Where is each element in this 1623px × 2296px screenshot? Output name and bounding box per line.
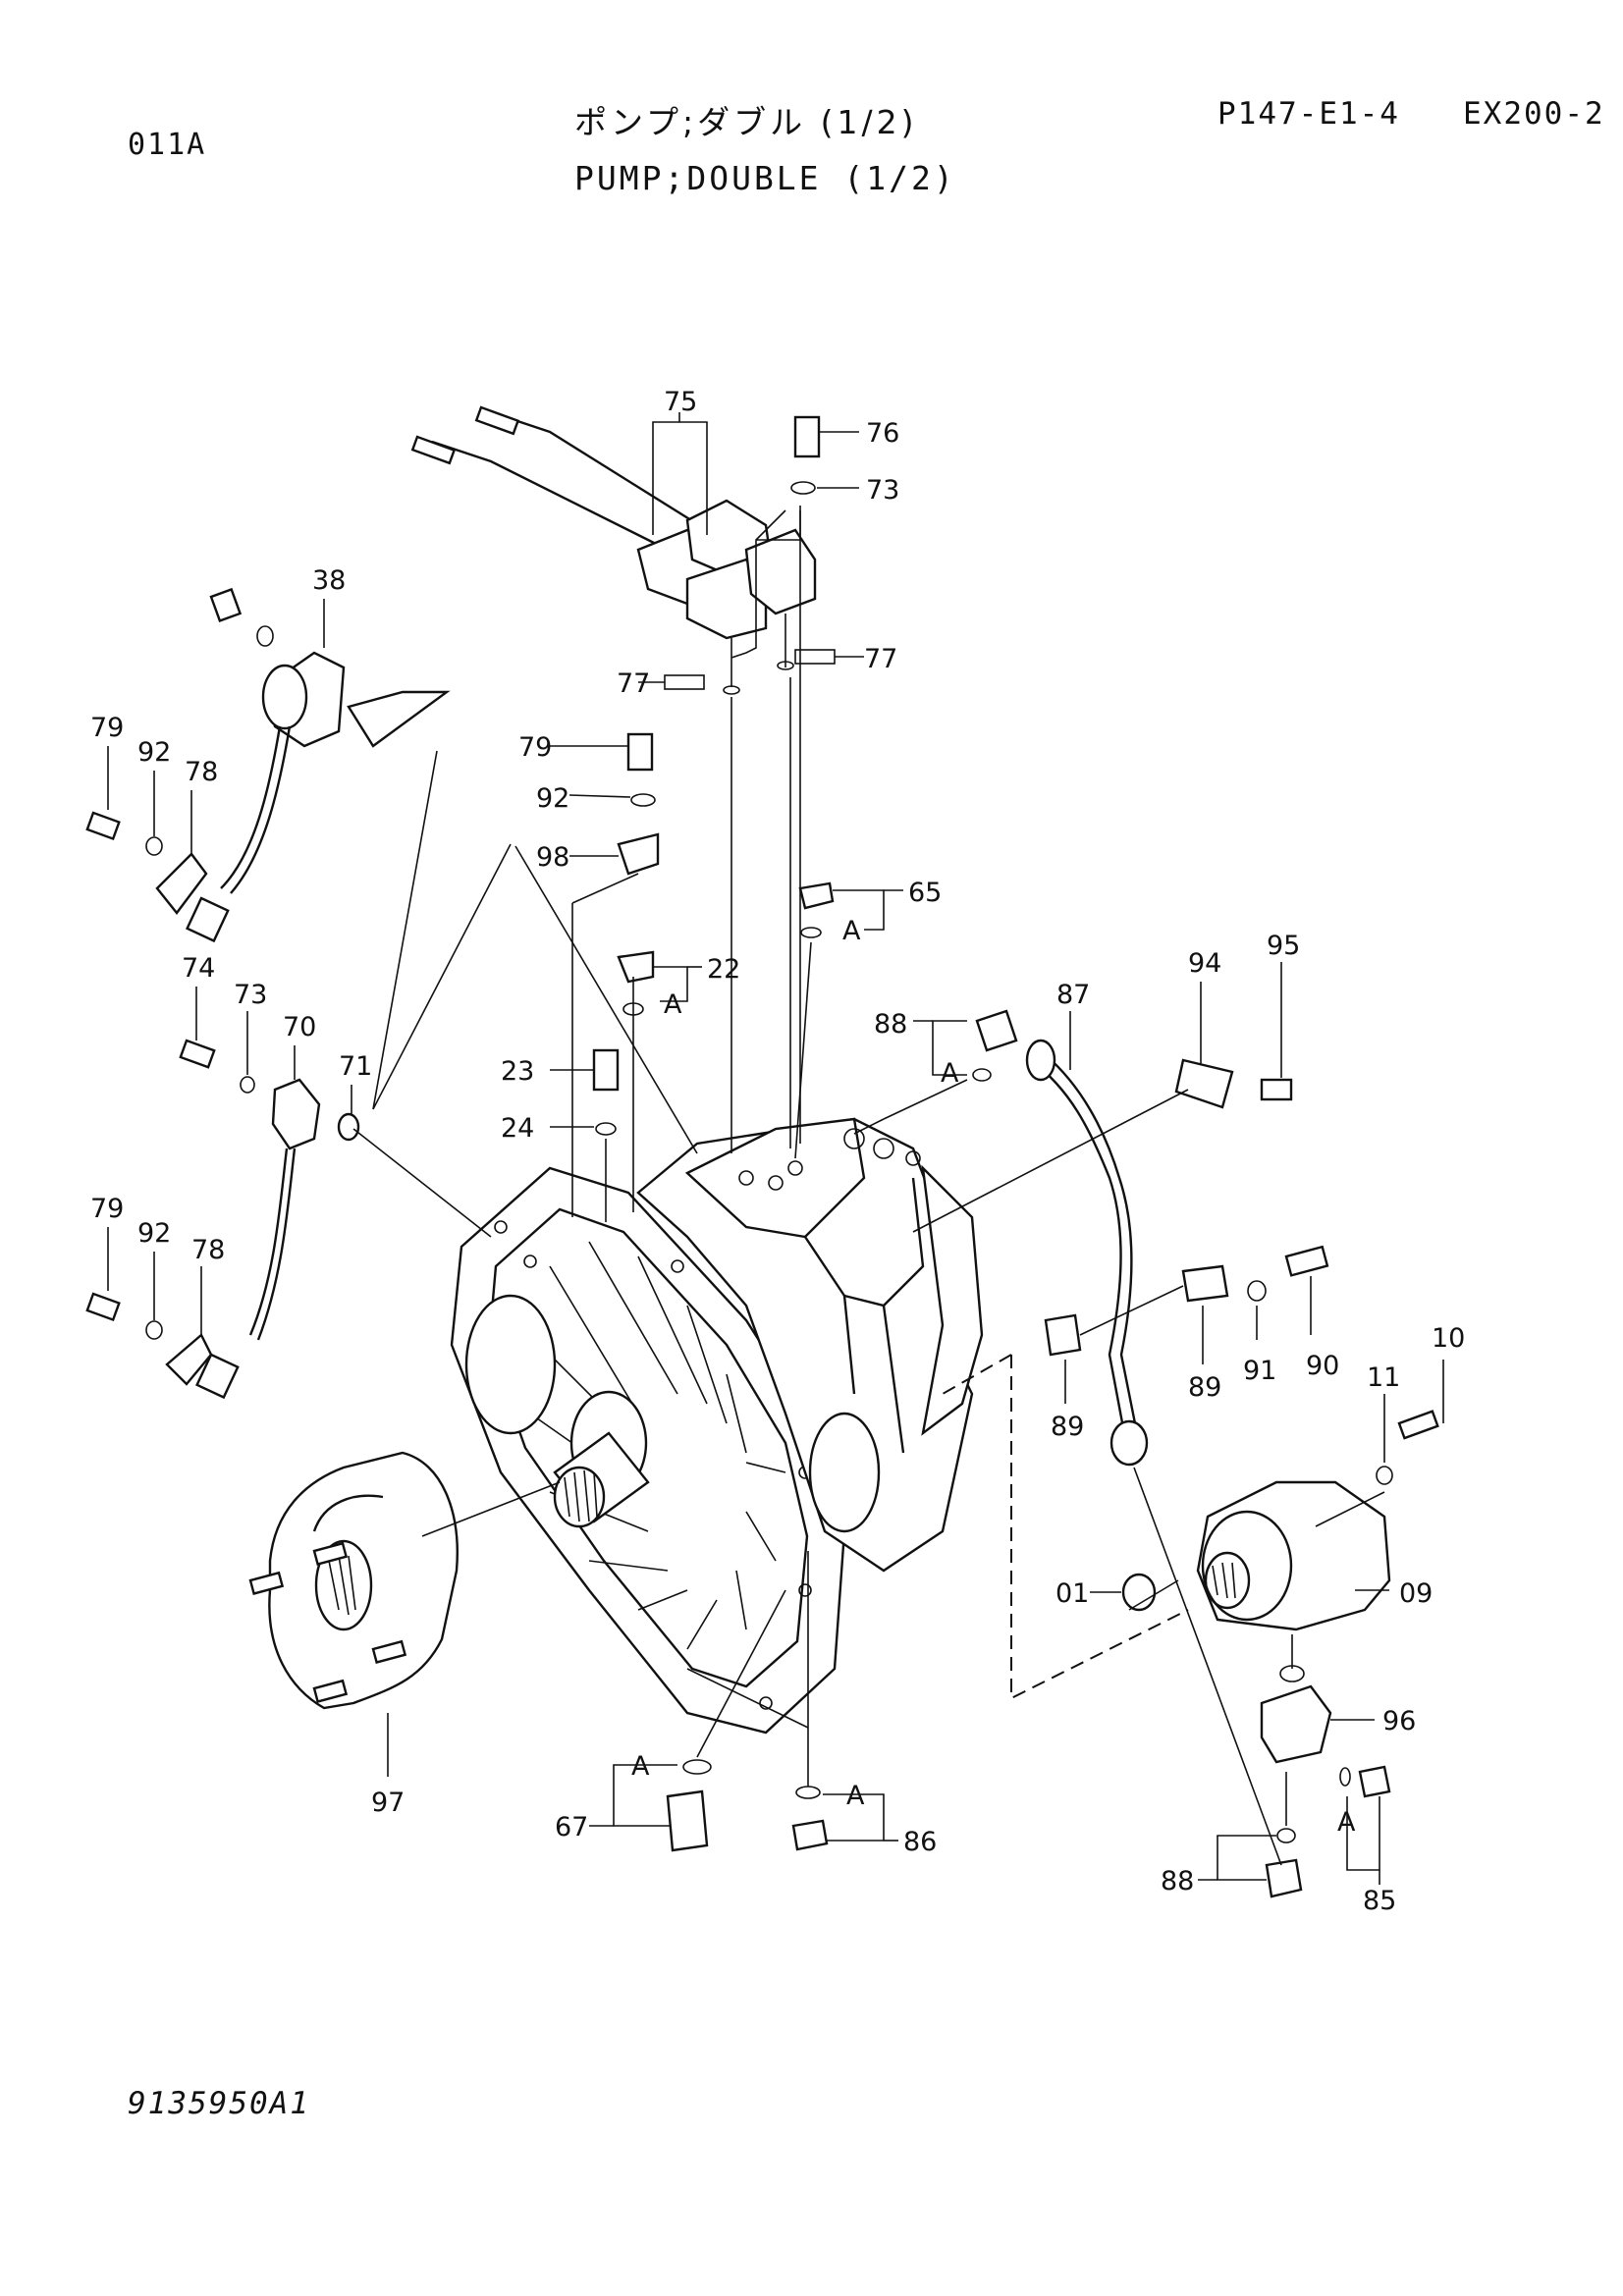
fitting-88-upper bbox=[975, 1009, 1018, 1052]
callout-96: 96 bbox=[1382, 1706, 1416, 1736]
callout-65: 65 bbox=[908, 878, 942, 908]
plug-22 bbox=[617, 950, 655, 984]
callout-a: A bbox=[1337, 1807, 1356, 1838]
o-ring-01 bbox=[1121, 1573, 1157, 1612]
pilot-gear-pump-09 bbox=[1196, 1480, 1391, 1631]
sheet-code: 011A bbox=[128, 128, 207, 162]
callout-87: 87 bbox=[1056, 980, 1090, 1010]
fitting-88-lower bbox=[1265, 1858, 1303, 1898]
callout-98: 98 bbox=[536, 842, 569, 873]
coupling-97 bbox=[248, 1451, 459, 1710]
speed-sensor-70 bbox=[179, 1039, 360, 1400]
plug-86 bbox=[791, 1819, 829, 1851]
title-english: PUMP;DOUBLE (1/2) bbox=[574, 159, 956, 197]
callout-74: 74 bbox=[182, 953, 215, 984]
model-number: EX200-2 bbox=[1463, 96, 1605, 132]
callout-97: 97 bbox=[371, 1788, 405, 1818]
block-89-upper bbox=[1181, 1264, 1229, 1303]
callout-78: 78 bbox=[191, 1235, 225, 1265]
callout-a: A bbox=[631, 1751, 650, 1782]
angle-sensor-38 bbox=[186, 587, 451, 943]
callout-77: 77 bbox=[864, 644, 897, 674]
callout-88: 88 bbox=[874, 1009, 907, 1040]
fitting-67 bbox=[666, 1789, 709, 1852]
bolt-79-lower bbox=[85, 1292, 213, 1386]
title-japanese: ポンプ;ダブル (1/2) bbox=[574, 103, 918, 141]
callout-73: 73 bbox=[234, 980, 267, 1010]
callout-89: 89 bbox=[1051, 1412, 1084, 1442]
block-89-lower bbox=[1044, 1313, 1082, 1357]
callout-95: 95 bbox=[1267, 931, 1300, 961]
bolt-79-upper bbox=[85, 811, 208, 915]
bolt-76 bbox=[793, 415, 821, 458]
callout-38: 38 bbox=[312, 565, 346, 596]
callout-79: 79 bbox=[90, 1194, 124, 1224]
callout-78: 78 bbox=[185, 757, 218, 787]
callout-77: 77 bbox=[617, 668, 650, 699]
drawing-number: 9135950A1 bbox=[128, 2086, 310, 2121]
callout-91: 91 bbox=[1243, 1356, 1276, 1386]
callout-70: 70 bbox=[283, 1012, 316, 1042]
callout-a: A bbox=[941, 1058, 959, 1089]
valve-96 bbox=[1260, 1684, 1332, 1764]
callout-73: 73 bbox=[866, 475, 899, 506]
bolt-23 bbox=[592, 1048, 620, 1092]
callout-23: 23 bbox=[501, 1056, 534, 1087]
page-reference: P147-E1-4 bbox=[1217, 96, 1400, 132]
callout-89: 89 bbox=[1188, 1372, 1221, 1403]
callout-10: 10 bbox=[1432, 1323, 1465, 1354]
bolt-90 bbox=[1284, 1245, 1329, 1277]
leader-lines bbox=[107, 412, 1444, 1885]
callout-92: 92 bbox=[137, 1218, 171, 1249]
callout-94: 94 bbox=[1188, 948, 1221, 979]
callout-22: 22 bbox=[707, 954, 740, 985]
callout-79: 79 bbox=[90, 713, 124, 743]
callout-11: 11 bbox=[1367, 1362, 1400, 1393]
callout-88: 88 bbox=[1161, 1866, 1194, 1896]
callout-79: 79 bbox=[518, 732, 552, 763]
callout-labels: 75 76 73 77 77 38 79 92 78 79 92 98 65 A… bbox=[90, 387, 1465, 1916]
callout-90: 90 bbox=[1306, 1351, 1339, 1381]
callout-86: 86 bbox=[903, 1827, 937, 1857]
callout-09: 09 bbox=[1399, 1578, 1433, 1609]
callout-92: 92 bbox=[536, 783, 569, 814]
callout-71: 71 bbox=[339, 1051, 372, 1082]
bolt-95 bbox=[1260, 1078, 1293, 1101]
bolt-79-center bbox=[626, 732, 654, 772]
clip-98 bbox=[617, 832, 660, 876]
callout-a: A bbox=[664, 989, 682, 1020]
callout-92: 92 bbox=[137, 737, 171, 768]
plate-94 bbox=[1174, 1058, 1234, 1109]
callout-75: 75 bbox=[664, 387, 697, 417]
tube-87 bbox=[1030, 1059, 1126, 1434]
callout-01: 01 bbox=[1055, 1578, 1089, 1609]
callout-24: 24 bbox=[501, 1113, 534, 1144]
callout-67: 67 bbox=[555, 1812, 588, 1842]
bolt-10 bbox=[1397, 1410, 1439, 1440]
callout-a: A bbox=[842, 916, 861, 946]
proportional-valves-75 bbox=[410, 405, 817, 695]
callout-85: 85 bbox=[1363, 1886, 1396, 1916]
callout-a: A bbox=[846, 1781, 865, 1811]
pump-housing bbox=[450, 1117, 984, 1735]
plug-85 bbox=[1358, 1765, 1391, 1798]
plug-65 bbox=[798, 881, 835, 910]
callout-76: 76 bbox=[866, 418, 899, 449]
